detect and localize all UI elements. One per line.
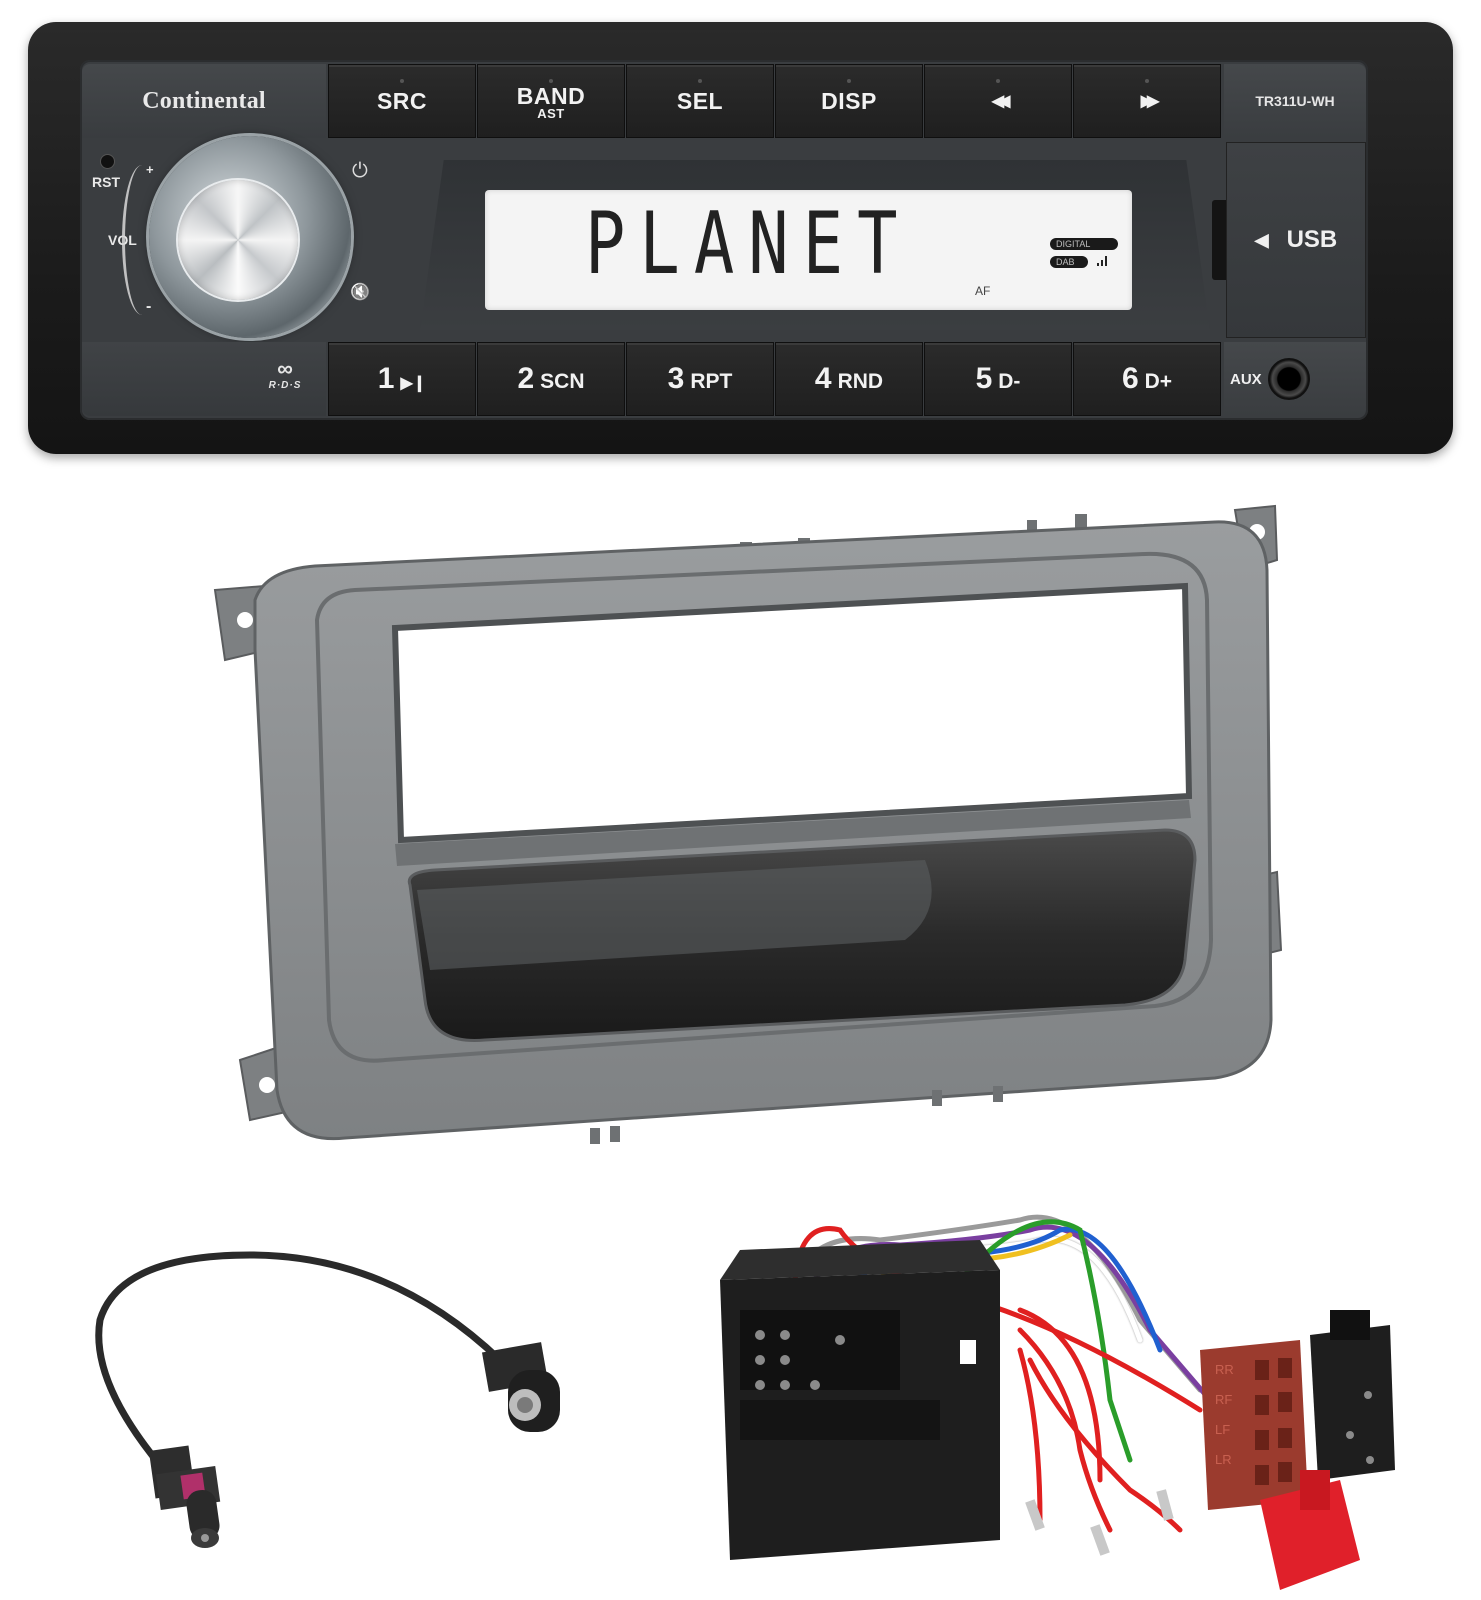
brand-panel: Continental [82, 64, 326, 138]
svg-text:RR: RR [1215, 1362, 1234, 1377]
aux-panel: AUX [1224, 342, 1366, 416]
sel-button[interactable]: SEL [626, 64, 774, 138]
antenna-adapter-illustration [95, 1251, 560, 1548]
button-led [847, 79, 851, 83]
radio-fascia-panel [205, 500, 1285, 1150]
button-led [1145, 79, 1149, 83]
lcd-display: PLANET AF DIGITAL DAB [485, 190, 1132, 310]
splice-connector [1260, 1470, 1360, 1590]
play-pause-icon: ▶❙ [400, 375, 427, 392]
din-antenna-plug [481, 1342, 560, 1432]
rds-logo: ∞ R·D·S [260, 356, 310, 392]
disp-button[interactable]: DISP [775, 64, 923, 138]
station-name: PLANET [585, 194, 912, 294]
model-label: TR311U-WH [1224, 64, 1366, 138]
volume-arc-indicator [122, 165, 162, 315]
button-led [400, 79, 404, 83]
iso-wiring-harness: RR RF LF LR [700, 1160, 1400, 1600]
reset-hole[interactable] [100, 154, 115, 169]
fast-forward-button[interactable]: ▶▶ [1073, 64, 1221, 138]
rewind-icon: ◀◀ [991, 93, 1010, 110]
quadlock-connector [720, 1240, 1000, 1560]
button-led [549, 79, 553, 83]
band-button[interactable]: BAND AST [477, 64, 625, 138]
aux-label: AUX [1230, 370, 1262, 388]
iso-speaker-connector: RR RF LF LR [1200, 1340, 1308, 1510]
antenna-adapter-cable [60, 1220, 560, 1600]
fakra-connector [148, 1445, 221, 1548]
preset-1-button[interactable]: 1▶❙ [328, 342, 476, 416]
wiring-harness-illustration: RR RF LF LR [720, 1214, 1395, 1590]
usb-port-cover[interactable]: ◀ USB [1226, 142, 1366, 338]
button-led [698, 79, 702, 83]
rds-panel [82, 342, 326, 416]
af-indicator: AF [975, 284, 991, 298]
fascia-illustration [213, 504, 1283, 1144]
signal-strength-icon [1097, 256, 1107, 266]
continental-logo: Continental [142, 87, 266, 114]
svg-text:LF: LF [1215, 1422, 1230, 1437]
aux-input-jack[interactable] [1267, 358, 1310, 400]
usb-label: USB [1286, 226, 1338, 253]
usb-arrow-icon: ◀ [1254, 229, 1269, 250]
mute-icon: 🔇 [350, 284, 370, 301]
dab-badge: DAB [1050, 256, 1088, 268]
usb-door-notch [1212, 200, 1226, 280]
volume-knob[interactable] [178, 180, 298, 300]
fast-forward-icon: ▶▶ [1140, 93, 1159, 110]
rds-icon: ∞ [277, 356, 293, 381]
svg-text:LR: LR [1215, 1452, 1232, 1467]
rewind-button[interactable]: ◀◀ [924, 64, 1072, 138]
svg-text:RF: RF [1215, 1392, 1232, 1407]
src-button[interactable]: SRC [328, 64, 476, 138]
power-icon: ⏻ [352, 160, 368, 182]
reset-label: RST [92, 174, 120, 190]
iso-power-connector [1310, 1310, 1395, 1480]
button-led [996, 79, 1000, 83]
digital-badge: DIGITAL [1050, 238, 1118, 250]
